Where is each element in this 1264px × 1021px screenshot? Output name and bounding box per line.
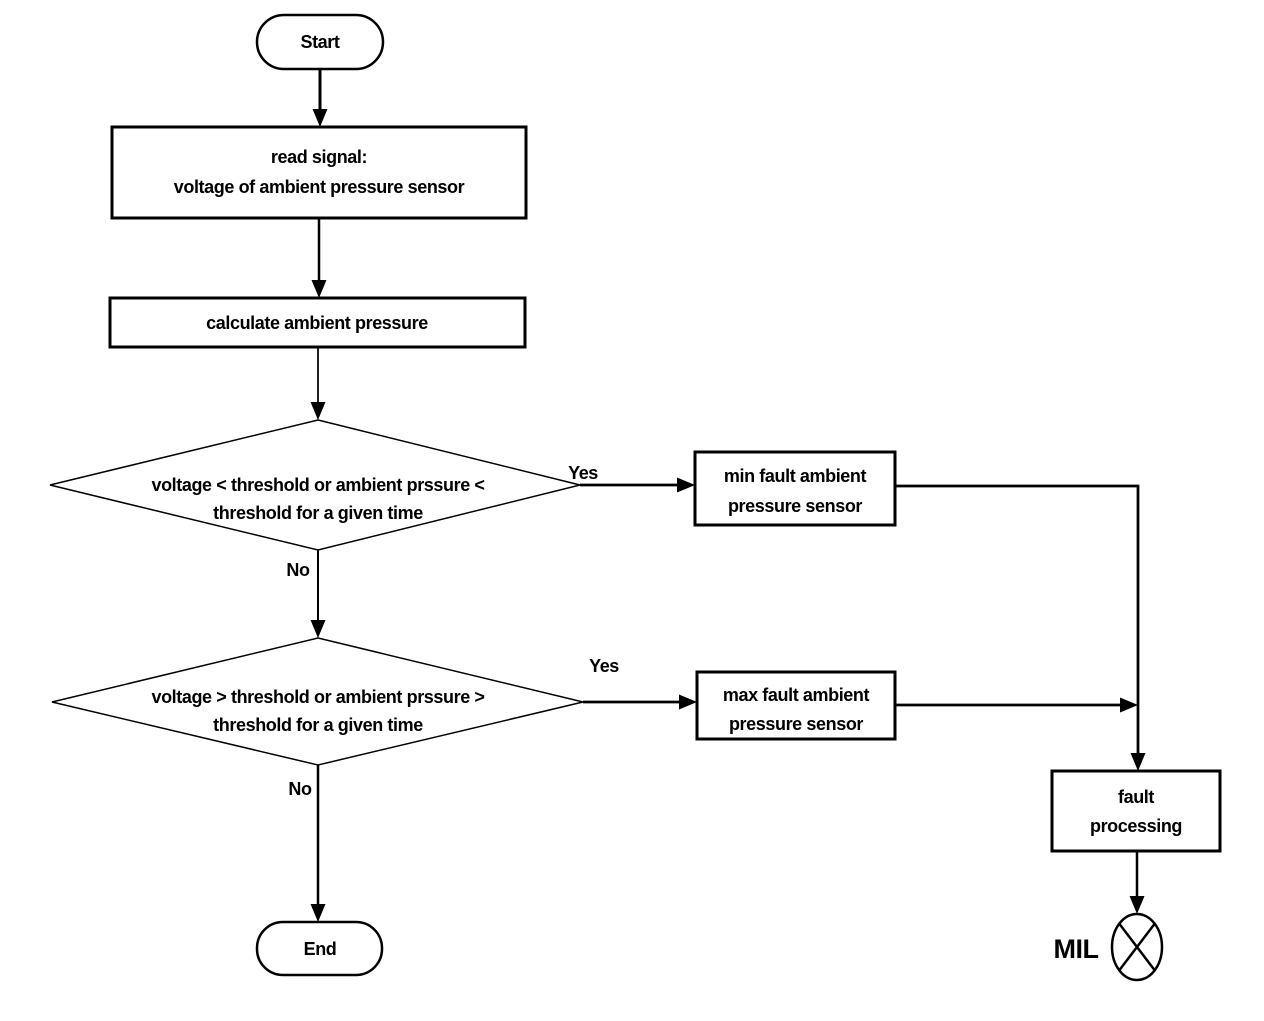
min-fault-line1: min fault ambient — [724, 466, 867, 486]
edge-read-signal-to-calculate — [311, 218, 327, 298]
edge-fault-processing-to-mil — [1129, 851, 1145, 914]
decision-min-yes-label: Yes — [568, 463, 598, 483]
max-fault-line1: max fault ambient — [723, 685, 870, 705]
min-fault-box: min fault ambient pressure sensor — [693, 450, 897, 527]
decision-max-yes-label: Yes — [589, 656, 619, 676]
decision-min-no-label: No — [286, 560, 310, 580]
end-node: End — [255, 920, 384, 977]
mil-label: MIL — [1054, 934, 1099, 964]
read-signal-line2: voltage of ambient pressure sensor — [174, 177, 465, 197]
decision-max-diamond: voltage > threshold or ambient prssure >… — [51, 637, 584, 766]
edge-decision-min-no-to-decision-max — [310, 550, 326, 638]
edge-min-fault-to-fault-processing — [895, 484, 1146, 771]
end-label: End — [304, 939, 337, 959]
edge-calculate-to-decision-min — [310, 347, 326, 420]
start-label: Start — [300, 32, 339, 52]
fault-processing-line1: fault — [1118, 787, 1154, 807]
decision-min-line1: voltage < threshold or ambient prssure < — [151, 475, 484, 495]
calculate-box: calculate ambient pressure — [108, 296, 527, 349]
edge-decision-max-yes-to-max-fault — [583, 694, 697, 710]
decision-min-diamond: voltage < threshold or ambient prssure <… — [49, 419, 581, 551]
mil-lamp-icon — [1110, 912, 1164, 982]
decision-min-line2: threshold for a given time — [213, 503, 423, 523]
calculate-label: calculate ambient pressure — [206, 313, 428, 333]
max-fault-box: max fault ambient pressure sensor — [695, 670, 897, 741]
read-signal-box: read signal: voltage of ambient pressure… — [110, 125, 528, 220]
edge-max-fault-to-fault-processing — [895, 697, 1138, 713]
read-signal-line1: read signal: — [271, 147, 367, 167]
fault-processing-box: fault processing — [1050, 769, 1222, 853]
decision-max-line1: voltage > threshold or ambient prssure > — [151, 687, 484, 707]
fault-processing-line2: processing — [1090, 816, 1182, 836]
decision-max-no-label: No — [288, 779, 312, 799]
max-fault-line2: pressure sensor — [729, 714, 863, 734]
mil-lamp-node: MIL — [1054, 912, 1164, 982]
decision-max-line2: threshold for a given time — [213, 715, 423, 735]
edge-decision-min-yes-to-min-fault — [580, 477, 695, 493]
min-fault-line2: pressure sensor — [728, 496, 862, 516]
edge-decision-max-no-to-end — [310, 765, 326, 922]
start-node: Start — [255, 13, 385, 71]
edge-start-to-read-signal — [312, 69, 328, 127]
